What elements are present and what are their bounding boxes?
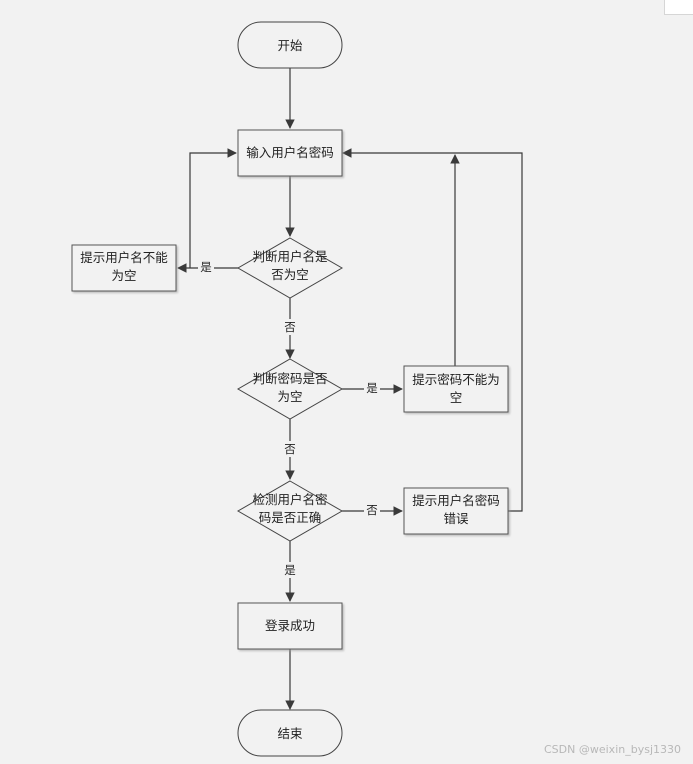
node-start-label: 开始 (277, 38, 303, 53)
node-check-user-line1: 判断用户名是 (252, 249, 328, 264)
edge-label-pwd-empty-no: 否 (284, 442, 296, 456)
node-tip-error-line2: 错误 (443, 511, 469, 526)
node-check-pwd: 判断密码是否 为空 (236, 358, 344, 420)
edge-tipuser-input (189, 148, 237, 268)
page-corner-mark (664, 0, 693, 15)
node-verify-line1: 检测用户名密 (252, 492, 327, 507)
node-verify: 检测用户名密 码是否正确 (236, 480, 344, 542)
node-tip-error: 提示用户名密码 错误 (403, 487, 509, 535)
node-end-label: 结束 (277, 726, 303, 741)
node-tip-pwd-line1: 提示密码不能为 (412, 372, 500, 387)
node-tip-user-line2: 为空 (111, 268, 136, 283)
edge-label-verify-no: 否 (366, 503, 378, 517)
node-tip-pwd-line2: 空 (450, 390, 463, 405)
node-check-user: 判断用户名是 否为空 (236, 237, 344, 299)
node-tip-user: 提示用户名不能 为空 (71, 244, 177, 292)
edge-tiperror-input (342, 148, 523, 512)
edge-label-user-empty-yes: 是 (200, 260, 212, 274)
node-check-pwd-line2: 为空 (277, 389, 302, 404)
node-input-label: 输入用户名密码 (246, 145, 334, 160)
node-tip-pwd: 提示密码不能为 空 (403, 365, 509, 413)
node-tip-user-line1: 提示用户名不能 (80, 250, 168, 265)
node-verify-line2: 码是否正确 (259, 510, 322, 525)
node-input: 输入用户名密码 (237, 129, 343, 177)
node-check-pwd-line1: 判断密码是否 (252, 371, 327, 386)
node-success: 登录成功 (237, 602, 343, 650)
edge-label-user-empty-no: 否 (284, 320, 296, 334)
node-check-user-line2: 否为空 (271, 267, 309, 282)
edge-label-pwd-empty-yes: 是 (366, 381, 378, 395)
node-start: 开始 (237, 21, 343, 69)
node-success-label: 登录成功 (265, 618, 315, 633)
node-end: 结束 (237, 709, 343, 757)
edge-label-verify-yes: 是 (284, 563, 296, 577)
watermark: CSDN @weixin_bysj1330 (544, 743, 681, 756)
node-tip-error-line1: 提示用户名密码 (412, 493, 500, 508)
